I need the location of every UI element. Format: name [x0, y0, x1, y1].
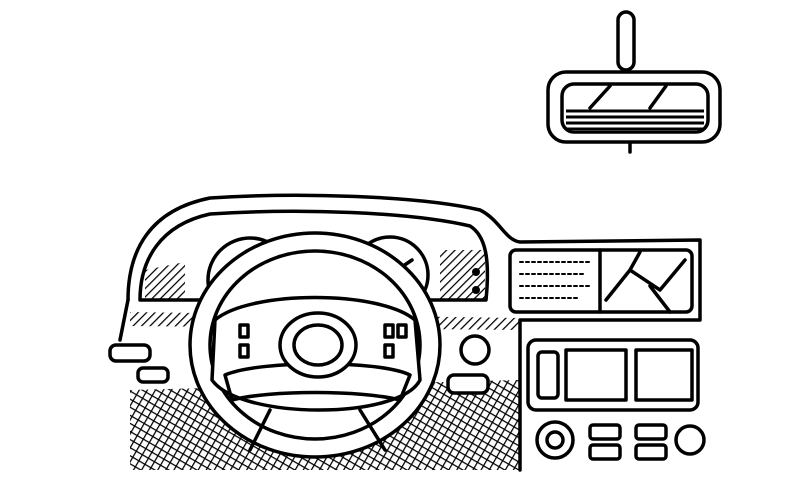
air-vent-left: [564, 348, 628, 402]
rearview-mirror: [546, 10, 722, 154]
navigation-screen: [508, 248, 694, 314]
center-console: [526, 338, 706, 461]
mirror-reflection: [566, 108, 704, 130]
console-button: [634, 423, 668, 441]
wheel-button-right: [383, 343, 395, 359]
wiper-stalk: [446, 373, 490, 395]
air-vent-right: [634, 348, 694, 402]
wheel-button-left: [238, 323, 250, 339]
climate-knob: [674, 424, 706, 456]
console-button: [634, 443, 668, 461]
wheel-button-right: [383, 323, 395, 339]
volume-knob: [535, 420, 575, 460]
console-button: [588, 443, 622, 461]
horn-pad: [278, 311, 358, 379]
dash-button: [136, 366, 170, 384]
wheel-button-left: [238, 343, 250, 359]
hazard-button: [536, 350, 560, 400]
mirror-stem: [616, 10, 636, 72]
mirror-glass: [560, 82, 710, 134]
light-stalk: [108, 343, 152, 363]
ignition-button: [459, 334, 491, 366]
airbag-logo: [292, 323, 344, 367]
console-button: [588, 423, 622, 441]
wheel-button-right: [396, 323, 408, 339]
steering-wheel: [188, 231, 442, 459]
map-roads: [604, 250, 687, 314]
